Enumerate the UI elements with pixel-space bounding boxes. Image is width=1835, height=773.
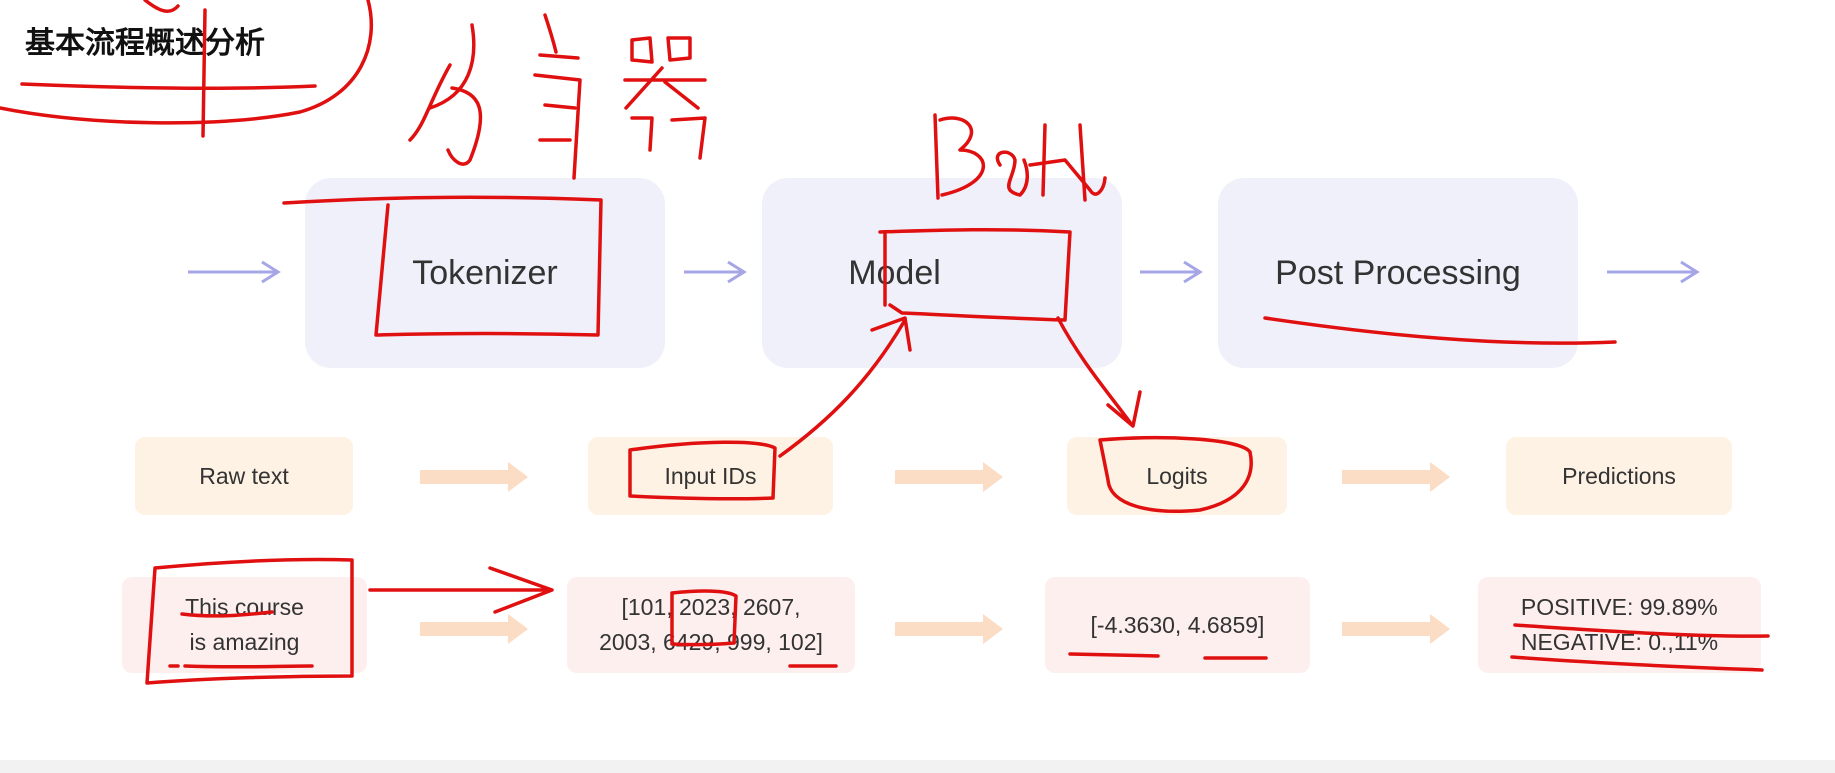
logits-example: [-4.3630, 4.6859] <box>1045 577 1310 673</box>
step-arrow-1 <box>420 462 528 492</box>
ink-chinese-2 <box>533 13 582 180</box>
bottom-band <box>0 760 1835 773</box>
raw-text-step: Raw text <box>135 437 353 515</box>
ink-topleft-mark <box>143 0 180 13</box>
raw-text-line-2: is amazing <box>189 629 300 655</box>
predictions-step: Predictions <box>1506 437 1732 515</box>
raw-text-label: Raw text <box>199 462 289 489</box>
ink-chinese-3 <box>623 36 707 160</box>
step-arrow-2 <box>895 462 1003 492</box>
flow-arrow-out <box>1607 260 1700 284</box>
model-stage: Model <box>762 178 1122 368</box>
ink-topleft-line <box>20 82 317 90</box>
model-label: Model <box>848 253 941 292</box>
logits-step: Logits <box>1067 437 1287 515</box>
input-ids-line-2: 2003, 6429, 999, 102] <box>599 629 823 655</box>
input-ids-example: [101, 2023, 2607, 2003, 6429, 999, 102] <box>567 577 855 673</box>
flow-arrow-model-post <box>1140 260 1203 284</box>
post-processing-label: Post Processing <box>1275 253 1521 292</box>
logits-values: [-4.3630, 4.6859] <box>1090 611 1265 638</box>
example-arrow-3 <box>1342 614 1450 644</box>
raw-text-example: This course is amazing <box>122 577 367 673</box>
example-arrow-1 <box>420 614 528 644</box>
predictions-label: Predictions <box>1562 462 1676 489</box>
page-title: 基本流程概述分析 <box>25 26 265 61</box>
post-processing-stage: Post Processing <box>1218 178 1578 368</box>
input-ids-label: Input IDs <box>664 462 757 489</box>
input-ids-step: Input IDs <box>588 437 833 515</box>
prediction-negative: NEGATIVE: 0.,11% <box>1520 629 1719 655</box>
logits-label: Logits <box>1146 462 1208 489</box>
flow-arrow-in <box>188 260 281 284</box>
ink-chinese-1 <box>408 23 483 166</box>
example-arrow-2 <box>895 614 1003 644</box>
raw-text-line-1: This course <box>185 594 304 620</box>
tokenizer-label: Tokenizer <box>412 253 558 292</box>
prediction-positive: POSITIVE: 99.89% <box>1520 594 1718 620</box>
ink-arrow-to-ids <box>368 566 554 614</box>
tokenizer-stage: Tokenizer <box>305 178 665 368</box>
step-arrow-3 <box>1342 462 1450 492</box>
input-ids-line-1: [101, 2023, 2607, <box>621 594 801 620</box>
predictions-example: POSITIVE: 99.89% NEGATIVE: 0.,11% <box>1478 577 1761 673</box>
flow-arrow-tokenizer-model <box>684 260 747 284</box>
